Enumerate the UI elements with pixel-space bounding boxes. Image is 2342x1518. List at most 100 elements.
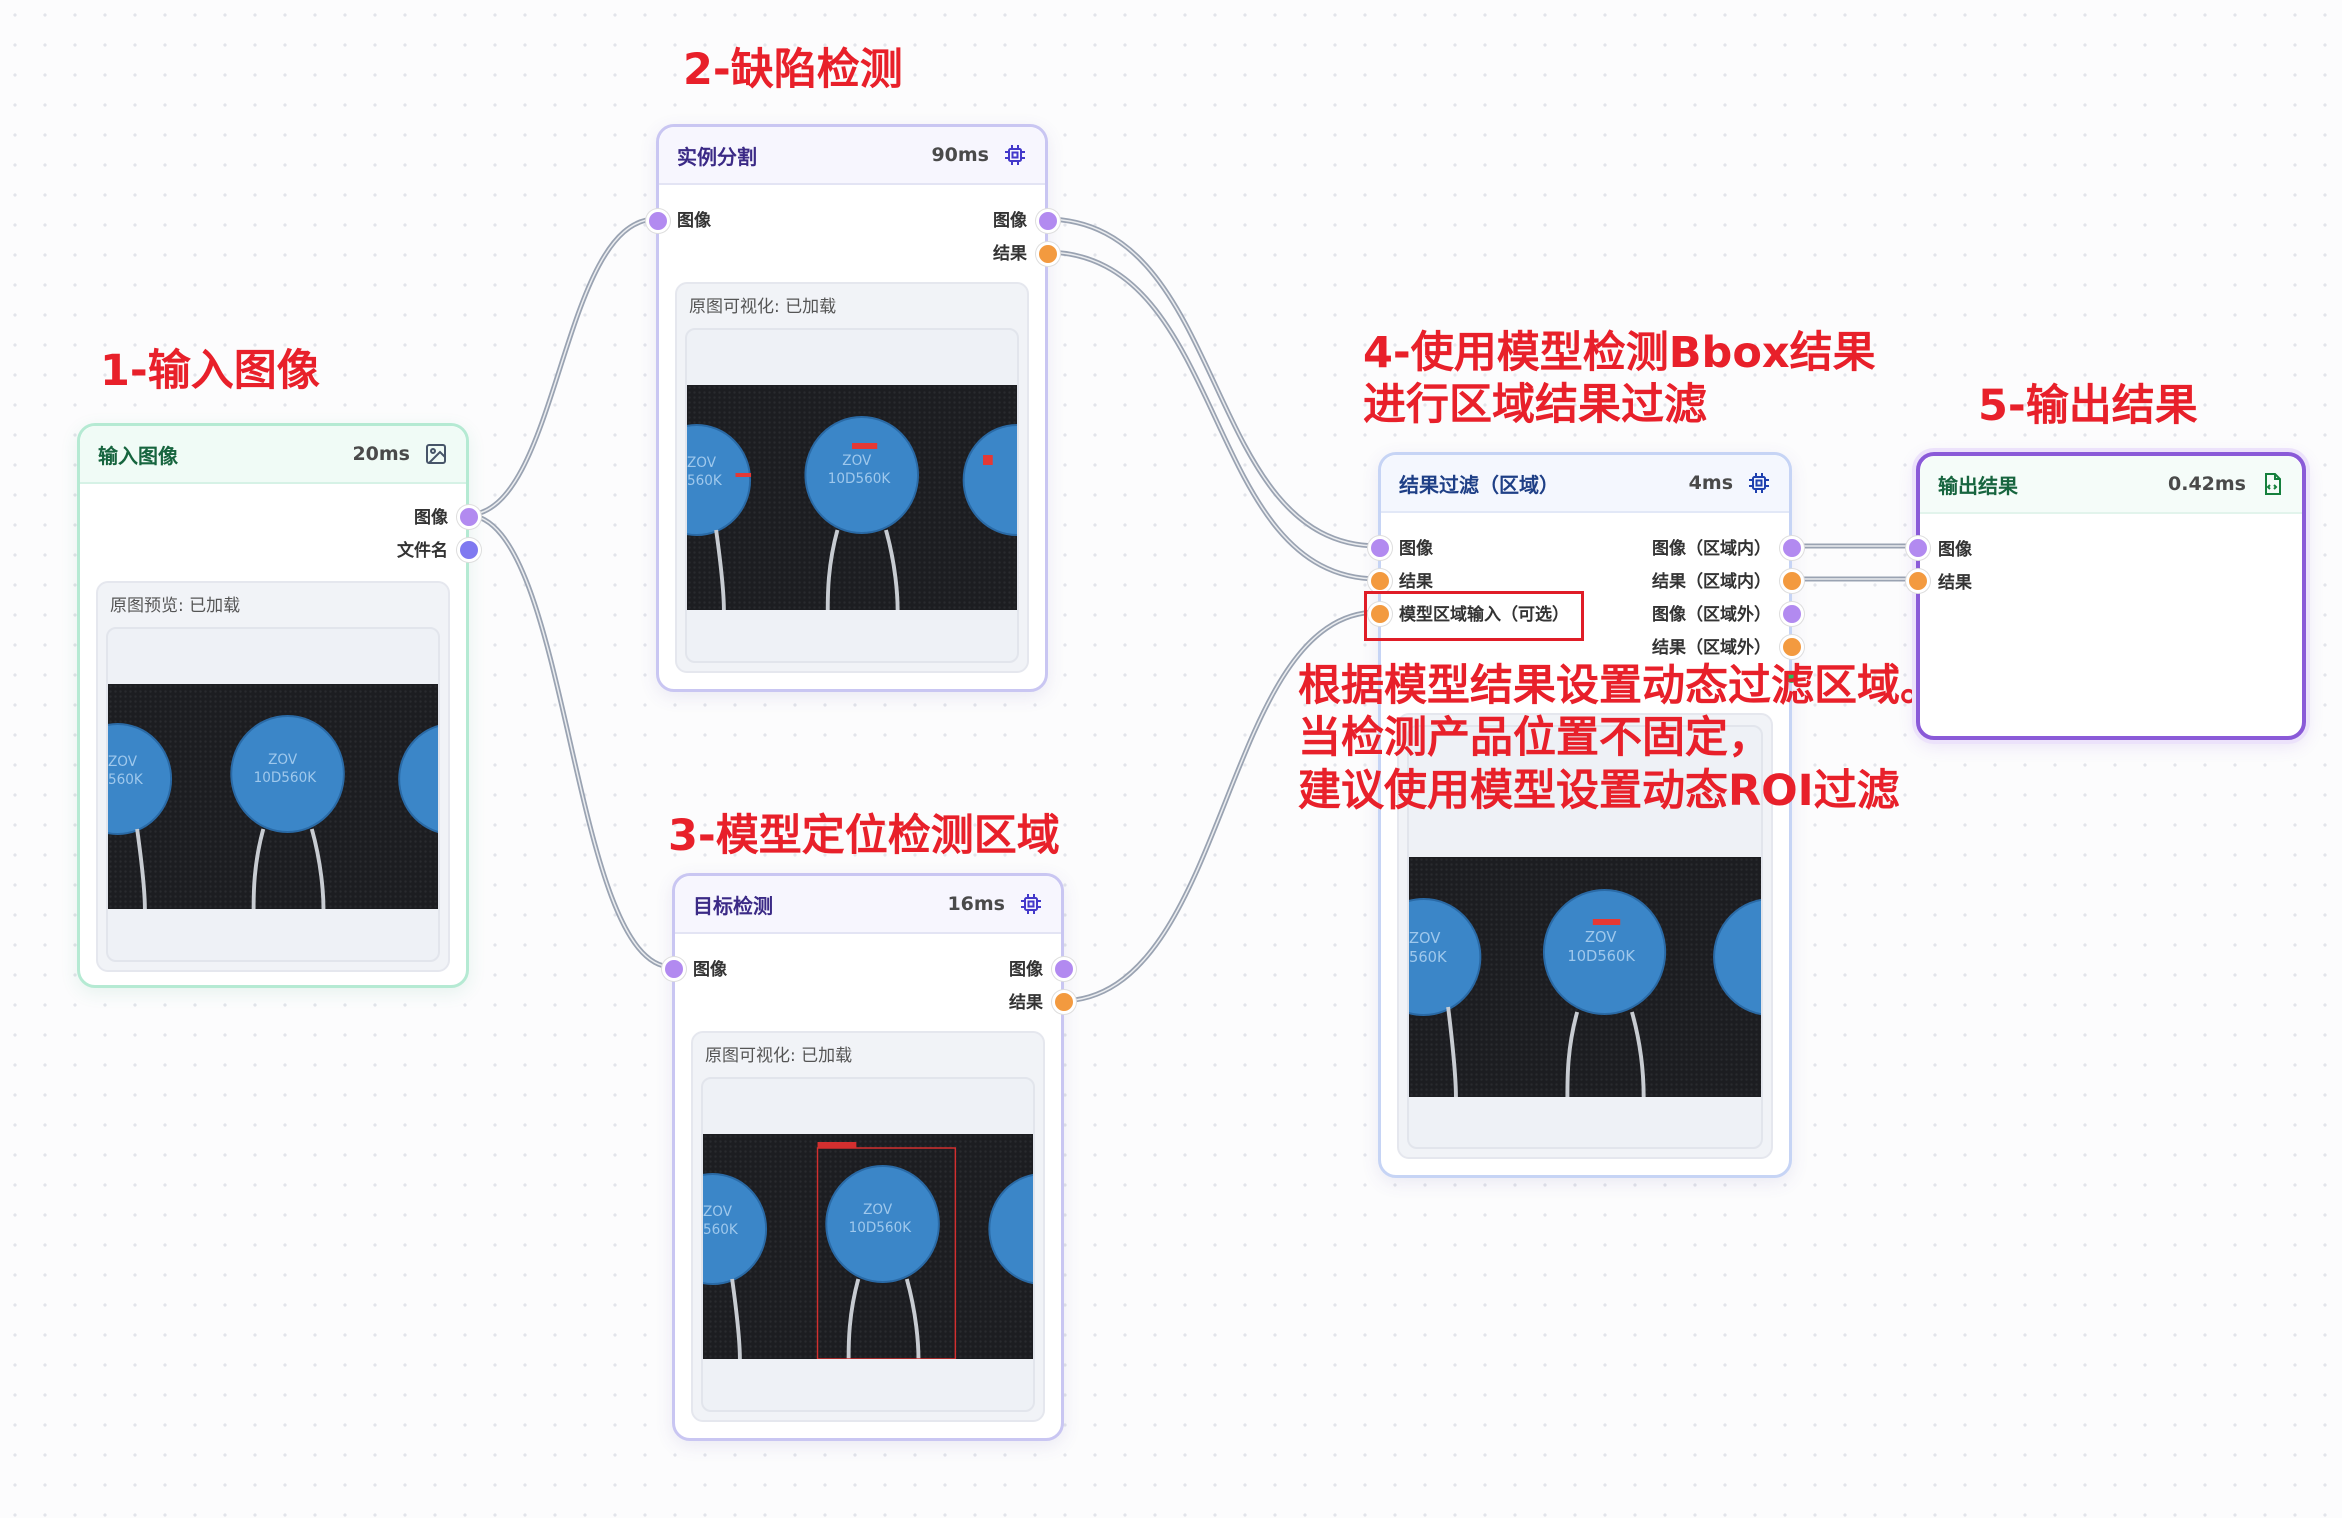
annotation-step4-line2: 进行区域结果过滤 <box>1363 380 1707 431</box>
preview-image: ZOV 10D560K ZOV 560K <box>703 1134 1033 1359</box>
port-seg-image-out[interactable] <box>1036 209 1060 233</box>
port-out-label: 图像（区域内） <box>1652 539 1771 559</box>
annotation-note-line2: 当检测产品位置不固定， <box>1298 713 1771 764</box>
port-filter-result-inside-out[interactable] <box>1780 569 1804 593</box>
port-filter-image-outside-out[interactable] <box>1780 602 1804 626</box>
node-header[interactable]: 目标检测 16ms <box>675 876 1061 934</box>
node-time: 16ms <box>947 893 1005 915</box>
port-in-label: 图像 <box>677 211 711 231</box>
svg-text:10D560K: 10D560K <box>254 770 317 786</box>
port-out-label: 文件名 <box>397 541 448 561</box>
image-icon[interactable] <box>424 442 448 466</box>
port-filter-region-in[interactable] <box>1368 602 1392 626</box>
node-input-image[interactable]: 输入图像 20ms 图像 文件名 原图预览: 已加载 <box>77 423 469 988</box>
preview-status: 原图可视化: 已加载 <box>689 297 837 317</box>
preview-frame: ZOV 10D560K ZOV 560K <box>685 328 1019 663</box>
preview-frame: ZOV 10D560K ZOV 560K <box>106 627 440 962</box>
annotation-step4: 4-使用模型检测Bbox结果 进行区域结果过滤 <box>1363 327 1876 432</box>
node-time: 90ms <box>931 144 989 166</box>
port-in-label: 图像 <box>693 960 727 980</box>
file-code-icon[interactable] <box>2260 472 2284 496</box>
port-seg-image-in[interactable] <box>646 209 670 233</box>
annotation-note-line1: 根据模型结果设置动态过滤区域。 <box>1298 661 1943 711</box>
port-input-filename-out[interactable] <box>457 538 481 562</box>
port-seg-result-out[interactable] <box>1036 242 1060 266</box>
preview-frame: ZOV 10D560K ZOV 560K <box>1407 725 1763 1149</box>
status-indicator <box>1787 674 1796 683</box>
svg-text:10D560K: 10D560K <box>1567 948 1636 965</box>
node-title: 输出结果 <box>1938 473 2018 498</box>
annotation-step1: 1-输入图像 <box>100 346 320 396</box>
node-header[interactable]: 输出结果 0.42ms <box>1920 456 2302 514</box>
port-in-label: 图像 <box>1938 540 1972 560</box>
highlight-region-input-box <box>1364 591 1584 641</box>
node-time: 0.42ms <box>2168 473 2246 495</box>
port-filter-image-in[interactable] <box>1368 536 1392 560</box>
chip-icon[interactable] <box>1003 143 1027 167</box>
svg-text:ZOV: ZOV <box>1409 930 1441 947</box>
port-out-label: 结果（区域外） <box>1652 638 1771 658</box>
edge-seg-image-to-filter <box>1042 216 1381 549</box>
node-time: 4ms <box>1688 472 1733 494</box>
chip-icon[interactable] <box>1019 892 1043 916</box>
node-result-filter-region[interactable]: 结果过滤（区域） 4ms 图像 结果 模型区域输入（可选） 图像（区域内） 结果… <box>1378 452 1792 1178</box>
port-output-image-in[interactable] <box>1906 536 1930 560</box>
svg-text:ZOV: ZOV <box>687 455 717 471</box>
annotation-step2: 2-缺陷检测 <box>683 45 903 95</box>
port-out-label: 图像 <box>1009 960 1043 980</box>
port-out-label: 结果 <box>993 244 1027 264</box>
port-filter-image-inside-out[interactable] <box>1780 536 1804 560</box>
port-det-image-in[interactable] <box>662 957 686 981</box>
node-title: 结果过滤（区域） <box>1399 472 1559 497</box>
port-out-label: 图像 <box>993 211 1027 231</box>
port-out-label: 结果 <box>1009 993 1043 1013</box>
node-title: 目标检测 <box>693 893 773 918</box>
port-output-result-in[interactable] <box>1906 569 1930 593</box>
svg-text:ZOV: ZOV <box>1585 929 1617 946</box>
port-filter-result-outside-out[interactable] <box>1780 635 1804 659</box>
port-input-image-out[interactable] <box>457 505 481 529</box>
node-header[interactable]: 结果过滤（区域） 4ms <box>1381 455 1789 513</box>
node-title: 输入图像 <box>98 443 178 468</box>
port-det-result-out[interactable] <box>1052 990 1076 1014</box>
svg-text:ZOV: ZOV <box>268 752 298 768</box>
node-object-detection[interactable]: 目标检测 16ms 图像 图像 结果 原图可视化: 已加载 <box>672 873 1064 1441</box>
svg-text:10D560K: 10D560K <box>828 471 891 487</box>
svg-text:560K: 560K <box>108 772 144 788</box>
port-in-label: 结果 <box>1399 572 1433 592</box>
svg-text:ZOV: ZOV <box>703 1204 733 1220</box>
node-output-result[interactable]: 输出结果 0.42ms 图像 结果 <box>1916 452 2306 740</box>
annotation-note: 根据模型结果设置动态过滤区域。 当检测产品位置不固定， 建议使用模型设置动态RO… <box>1298 660 1943 817</box>
edge-input-to-detection <box>464 512 675 970</box>
preview-image: ZOV 10D560K ZOV 560K <box>108 684 438 909</box>
port-filter-result-in[interactable] <box>1368 569 1392 593</box>
preview-status: 原图可视化: 已加载 <box>705 1046 853 1066</box>
svg-text:ZOV: ZOV <box>842 453 872 469</box>
svg-text:560K: 560K <box>687 473 723 489</box>
preview-image: ZOV 10D560K ZOV 560K <box>687 385 1017 610</box>
node-header[interactable]: 输入图像 20ms <box>80 426 466 484</box>
svg-text:ZOV: ZOV <box>108 754 138 770</box>
image-preview-panel: 原图可视化: 已加载 ZOV 10D560K ZOV 560K <box>675 282 1029 673</box>
port-out-label: 图像（区域外） <box>1652 605 1771 625</box>
port-in-label-region: 模型区域输入（可选） <box>1399 605 1569 625</box>
port-out-label: 结果（区域内） <box>1652 572 1771 592</box>
preview-status: 原图预览: 已加载 <box>110 596 241 616</box>
chip-icon[interactable] <box>1747 471 1771 495</box>
svg-text:ZOV: ZOV <box>863 1202 893 1218</box>
node-title: 实例分割 <box>677 144 757 169</box>
preview-frame: ZOV 10D560K ZOV 560K <box>701 1077 1035 1412</box>
port-in-label: 结果 <box>1938 573 1972 593</box>
port-det-image-out[interactable] <box>1052 957 1076 981</box>
svg-text:560K: 560K <box>703 1222 739 1238</box>
edge-seg-result-to-filter <box>1042 249 1381 582</box>
node-header[interactable]: 实例分割 90ms <box>659 127 1045 185</box>
svg-text:560K: 560K <box>1409 949 1448 966</box>
node-time: 20ms <box>352 443 410 465</box>
svg-text:10D560K: 10D560K <box>849 1220 912 1236</box>
image-preview-panel: ZOV 10D560K ZOV 560K <box>1397 713 1773 1159</box>
node-instance-segmentation[interactable]: 实例分割 90ms 图像 图像 结果 原图可视化: 已加载 <box>656 124 1048 692</box>
annotation-step4-line1: 4-使用模型检测Bbox结果 <box>1363 328 1876 378</box>
annotation-step3: 3-模型定位检测区域 <box>668 811 1060 861</box>
port-out-label: 图像 <box>414 508 448 528</box>
